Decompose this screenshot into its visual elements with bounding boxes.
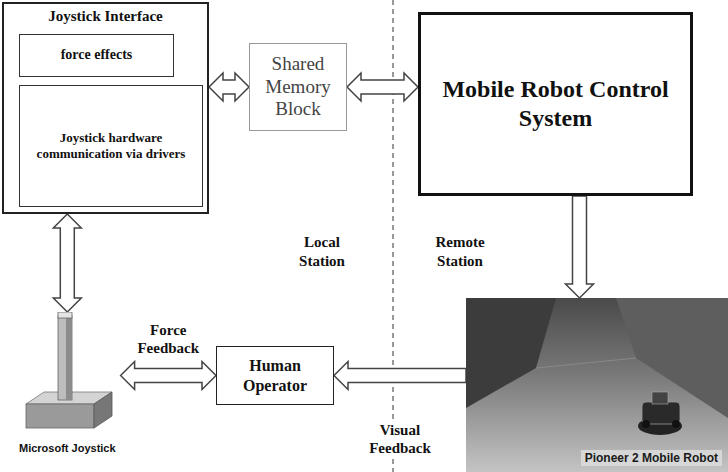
node-label: Human Operator — [223, 356, 327, 394]
joystick-stick — [58, 316, 72, 400]
block-arrow — [53, 214, 81, 312]
memory-box: Shared Memory Block — [249, 43, 347, 131]
control-box: Mobile Robot Control System — [418, 12, 693, 196]
robot-photo: Pioneer 2 Mobile Robot — [466, 298, 728, 472]
station-label: Local Station — [282, 232, 362, 272]
effects-box: force effects — [19, 34, 174, 77]
block-arrow — [347, 73, 418, 101]
robot-camera — [652, 392, 668, 404]
joystick-cap — [58, 312, 72, 318]
node-label: Mobile Robot Control System — [431, 75, 680, 133]
node-label: Microsoft Joystick — [19, 442, 116, 455]
node-label: force effects — [61, 47, 133, 64]
joystick-base-front — [26, 404, 94, 428]
robot-wheel — [672, 420, 680, 428]
block-arrow — [121, 362, 216, 390]
interface-box: Joystick Interface force effectsJoystick … — [2, 2, 209, 214]
edge-label: Visual Feedback — [357, 420, 443, 460]
joystick-base-side — [94, 392, 112, 428]
robot-wheel — [642, 420, 650, 428]
block-arrow — [334, 362, 466, 390]
robot-photo-scene — [466, 298, 728, 472]
driver-box: Joystick hardware communication via driv… — [19, 85, 203, 207]
block-arrow — [209, 73, 249, 101]
node-label: Pioneer 2 Mobile Robot — [581, 450, 722, 466]
block-arrow — [566, 196, 594, 298]
node-label: Joystick hardware communication via driv… — [26, 130, 196, 161]
joystick-illustration — [14, 312, 118, 457]
box-heading: Joystick Interface — [48, 7, 163, 25]
edge-label: Force Feedback — [125, 320, 211, 360]
node-label: Shared Memory Block — [254, 53, 342, 121]
floor-edge — [536, 358, 636, 368]
joystick-figure: Microsoft Joystick — [14, 312, 121, 457]
station-divider — [393, 0, 394, 472]
station-label: Remote Station — [416, 232, 504, 272]
operator-box: Human Operator — [216, 346, 334, 405]
wall-left — [466, 298, 556, 408]
joystick-stick-shade — [66, 316, 72, 400]
